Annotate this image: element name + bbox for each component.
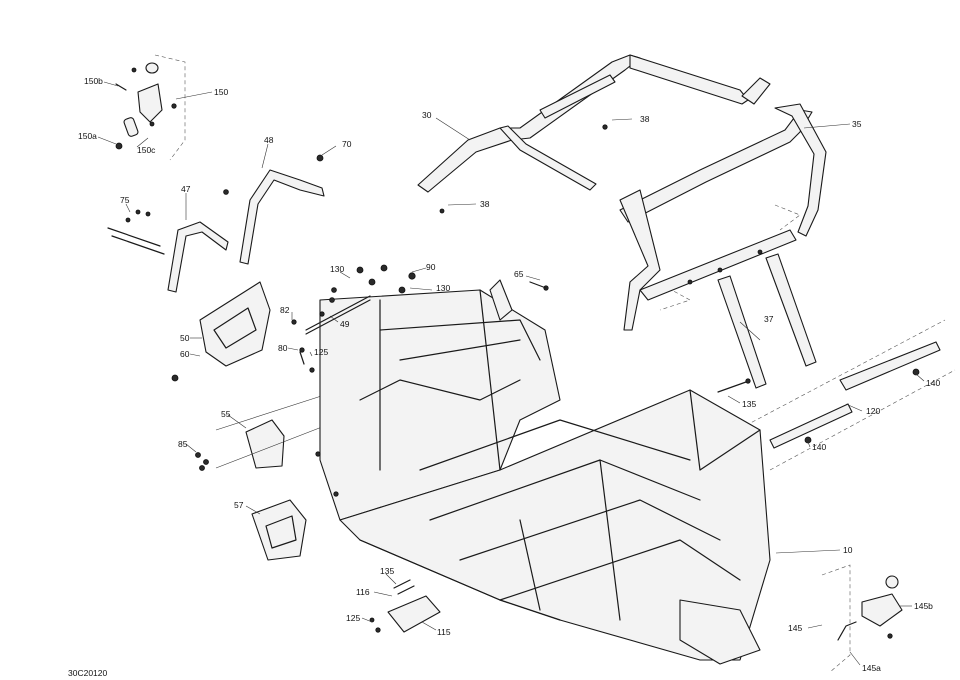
- callout-55: 55: [221, 409, 231, 419]
- callout-75: 75: [120, 195, 130, 205]
- callout-130-left: 130: [330, 264, 344, 274]
- callout-35: 35: [852, 119, 862, 129]
- callout-145b: 145b: [914, 601, 933, 611]
- callout-125-upper: 125: [314, 347, 328, 357]
- callout-49: 49: [340, 319, 350, 329]
- hitch-145: [837, 575, 903, 641]
- leader-lines: [97, 81, 925, 666]
- section-borders: [154, 54, 956, 673]
- callout-150a: 150a: [78, 131, 97, 141]
- callout-labels: 150b 150 150a 150c 30 38 38 35 48 70 47 …: [78, 76, 940, 673]
- reference-code: 30C20120: [68, 668, 108, 678]
- callout-65: 65: [514, 269, 524, 279]
- callout-70: 70: [342, 139, 352, 149]
- callout-135-lower: 135: [380, 566, 394, 576]
- hardware-cluster: [291, 264, 547, 365]
- callout-140-lower: 140: [812, 442, 826, 452]
- callout-57: 57: [234, 500, 244, 510]
- callout-50: 50: [180, 333, 190, 343]
- mount-55: [195, 389, 341, 471]
- callout-145a: 145a: [862, 663, 881, 673]
- callout-116: 116: [356, 587, 370, 597]
- tubes-37: [717, 253, 817, 389]
- mount-50: [171, 281, 271, 382]
- bracket-115: [369, 579, 441, 633]
- rear-cage-35: [619, 103, 827, 331]
- callout-140-upper: 140: [926, 378, 940, 388]
- callout-135-right: 135: [742, 399, 756, 409]
- callout-120: 120: [866, 406, 880, 416]
- callout-150: 150: [214, 87, 228, 97]
- callout-38-lower: 38: [480, 199, 490, 209]
- callout-30: 30: [422, 110, 432, 120]
- bracket-kit-150: [115, 62, 177, 150]
- callout-90: 90: [426, 262, 436, 272]
- callout-80: 80: [278, 343, 288, 353]
- callout-130-right: 130: [436, 283, 450, 293]
- bar-48: [239, 154, 325, 265]
- callout-10: 10: [843, 545, 853, 555]
- callout-125-lower: 125: [346, 613, 360, 623]
- callout-38-upper: 38: [640, 114, 650, 124]
- rail-120: [717, 341, 941, 449]
- roll-cage-30: [417, 54, 771, 214]
- callout-82: 82: [280, 305, 290, 315]
- callout-47: 47: [181, 184, 191, 194]
- callout-115: 115: [437, 627, 451, 637]
- callout-37: 37: [764, 314, 774, 324]
- callout-85: 85: [178, 439, 188, 449]
- main-frame-10: [309, 279, 771, 665]
- bar-47: [107, 189, 229, 293]
- callout-150b: 150b: [84, 76, 103, 86]
- callout-60: 60: [180, 349, 190, 359]
- callout-48: 48: [264, 135, 274, 145]
- callout-150c: 150c: [137, 145, 156, 155]
- callout-145: 145: [788, 623, 802, 633]
- mount-57: [251, 499, 307, 561]
